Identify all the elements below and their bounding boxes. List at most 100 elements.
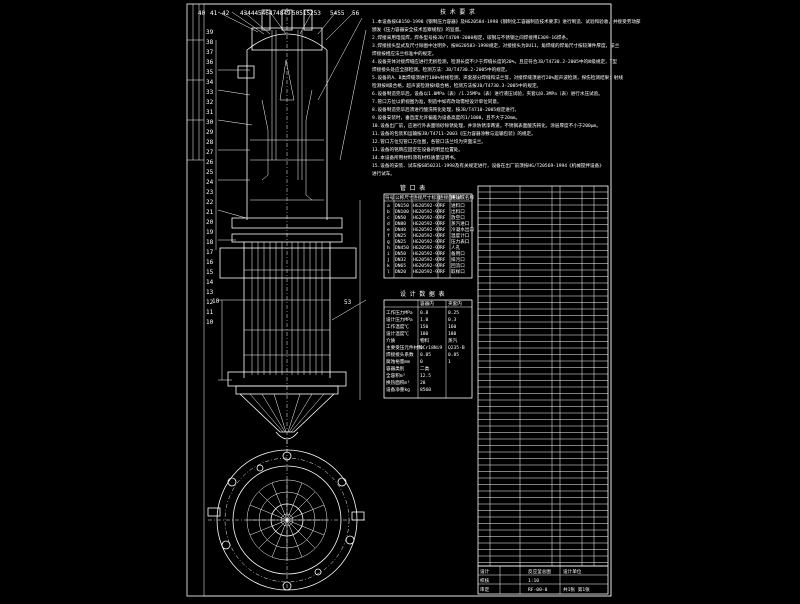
part-label: 26 xyxy=(206,159,214,166)
part-label-54-55: 5455 xyxy=(330,10,345,17)
svg-text:DN40: DN40 xyxy=(395,227,406,233)
svg-text:焊接接头系数: 焊接接头系数 xyxy=(386,351,414,358)
svg-text:工作压力MPa: 工作压力MPa xyxy=(386,309,413,316)
note-line: 14.本设备所用材料须有材料质量证明书。 xyxy=(372,154,458,161)
title-designer: 设计 xyxy=(480,568,490,575)
svg-text:DN32: DN32 xyxy=(395,257,406,263)
part-label: 38 xyxy=(206,39,214,46)
title-sheet: 共1张 第1张 xyxy=(563,586,590,593)
part-label-42: 42 xyxy=(222,10,230,17)
svg-text:主要受压元件材料: 主要受压元件材料 xyxy=(386,344,423,351)
title-scale: 1:10 xyxy=(528,578,539,584)
part-label: 17 xyxy=(206,249,214,256)
svg-text:回流口: 回流口 xyxy=(451,262,465,269)
note-line: 8.设备制造完毕后须进行酸洗钝化处理，按JB/T4710-2005规定进行。 xyxy=(372,106,519,113)
note-line: 12.管口方位见管口方位图，各管口法兰均为突面法兰。 xyxy=(372,138,486,145)
svg-text:符号: 符号 xyxy=(385,194,395,201)
side-label-10: 10 xyxy=(212,298,220,305)
svg-text:180: 180 xyxy=(448,331,457,337)
note-line: 焊接接头处应全部检测。检测方法：JB/T4730.2-2005中的规定。 xyxy=(372,66,510,73)
svg-text:排污口: 排污口 xyxy=(451,256,465,263)
note-line: 4.设备壳体对接焊缝应进行无损检测，检测长度不少于焊缝长度的20%，且应符合JB… xyxy=(372,58,617,65)
bottom-tubesheet xyxy=(235,385,339,395)
vessel-elevation-view xyxy=(215,8,361,450)
nozzle-table-title: 管 口 表 xyxy=(400,184,425,192)
note-line: 7.管口方位以俯视图为准，制造中如有改动需经设计单位同意。 xyxy=(372,98,502,105)
svg-text:蒸汽进口: 蒸汽进口 xyxy=(451,220,470,227)
svg-text:DN20: DN20 xyxy=(395,269,406,275)
note-line: 6.设备制造完毕后，设备以1.0MPa（表）/1.25MPa（表）进行液压试验，… xyxy=(372,90,603,97)
part-label: 33 xyxy=(206,89,214,96)
svg-text:设计温度℃: 设计温度℃ xyxy=(386,330,409,337)
svg-text:DN80: DN80 xyxy=(395,221,406,227)
svg-text:0.85: 0.85 xyxy=(448,352,459,358)
jacket-band xyxy=(219,247,357,279)
top-nozzle xyxy=(303,9,313,31)
part-label-43-49: 43444546474849 xyxy=(240,10,291,17)
part-label: 10 xyxy=(206,319,214,326)
part-label-56: 56 xyxy=(352,10,360,17)
svg-text:压力表口: 压力表口 xyxy=(451,238,470,245)
svg-text:夹套内: 夹套内 xyxy=(448,300,462,307)
svg-text:用途或名称: 用途或名称 xyxy=(451,194,474,201)
side-nozzle xyxy=(237,65,255,79)
svg-text:c: c xyxy=(387,216,390,221)
svg-text:温度计口: 温度计口 xyxy=(451,232,470,239)
svg-text:DN25: DN25 xyxy=(395,233,406,239)
leader-lines-top xyxy=(217,11,367,321)
title-checker: 校核 xyxy=(480,577,490,584)
svg-text:HG20592-97: HG20592-97 xyxy=(413,245,441,251)
margin-revision-strip xyxy=(187,4,204,161)
bottom-cone xyxy=(239,393,335,433)
svg-text:f: f xyxy=(387,233,390,239)
svg-text:连接尺寸标准: 连接尺寸标准 xyxy=(413,194,441,201)
part-label: 36 xyxy=(206,59,214,66)
top-nozzle xyxy=(281,9,293,31)
svg-text:HG20592-97: HG20592-97 xyxy=(413,239,441,245)
svg-text:HG20592-97: HG20592-97 xyxy=(413,227,441,233)
part-label: 22 xyxy=(206,199,214,206)
svg-text:1.0: 1.0 xyxy=(420,317,429,323)
note-line: 进行试车。 xyxy=(372,170,395,177)
bottom-outlet xyxy=(275,431,299,440)
part-label-41: 41 xyxy=(210,10,218,17)
part-label: 37 xyxy=(206,49,214,56)
note-line: 3.焊接接头型式及尺寸除图中注明外，按HG20583-1998规定，对接接头为D… xyxy=(372,42,620,49)
note-line: 13.设备的铭牌应固定在设备的明显位置处。 xyxy=(372,146,463,153)
svg-text:DN50: DN50 xyxy=(395,251,406,257)
svg-text:0.85: 0.85 xyxy=(420,352,431,358)
plan-bolt-circle xyxy=(224,457,350,583)
plan-view xyxy=(207,440,366,591)
svg-text:150: 150 xyxy=(420,324,429,330)
svg-text:RF: RF xyxy=(440,263,446,269)
svg-text:DN50: DN50 xyxy=(395,215,406,221)
part-label: 35 xyxy=(206,69,214,76)
svg-text:8560: 8560 xyxy=(420,387,431,393)
title-drawing-no: RF-00-0 xyxy=(528,587,548,593)
mid-flange xyxy=(231,233,343,243)
note-line: 5.设备的A、B类焊缝须进行100%射线检测，夹套部分焊缝和法兰等，对接焊缝须进… xyxy=(372,74,623,81)
svg-text:设计压力MPa: 设计压力MPa xyxy=(386,316,413,323)
svg-text:蒸汽: 蒸汽 xyxy=(448,337,458,344)
svg-text:0.25: 0.25 xyxy=(448,310,459,316)
svg-text:l: l xyxy=(387,269,390,275)
svg-text:HG20592-97: HG20592-97 xyxy=(413,203,441,209)
svg-text:连接面形式: 连接面形式 xyxy=(439,194,462,201)
svg-text:12.5: 12.5 xyxy=(420,373,431,379)
svg-text:HG20592-97: HG20592-97 xyxy=(413,209,441,215)
svg-text:DN100: DN100 xyxy=(395,209,409,215)
svg-text:冷凝水出口: 冷凝水出口 xyxy=(451,226,474,233)
parts-list-table xyxy=(477,185,609,567)
svg-text:换热面积m²: 换热面积m² xyxy=(386,379,410,386)
design-table-title: 设 计 数 据 表 xyxy=(400,290,444,298)
svg-text:0.8: 0.8 xyxy=(420,310,429,316)
inner-frame xyxy=(203,3,612,597)
svg-text:k: k xyxy=(387,263,390,269)
part-label: 11 xyxy=(206,309,214,316)
svg-text:取样口: 取样口 xyxy=(451,268,465,275)
